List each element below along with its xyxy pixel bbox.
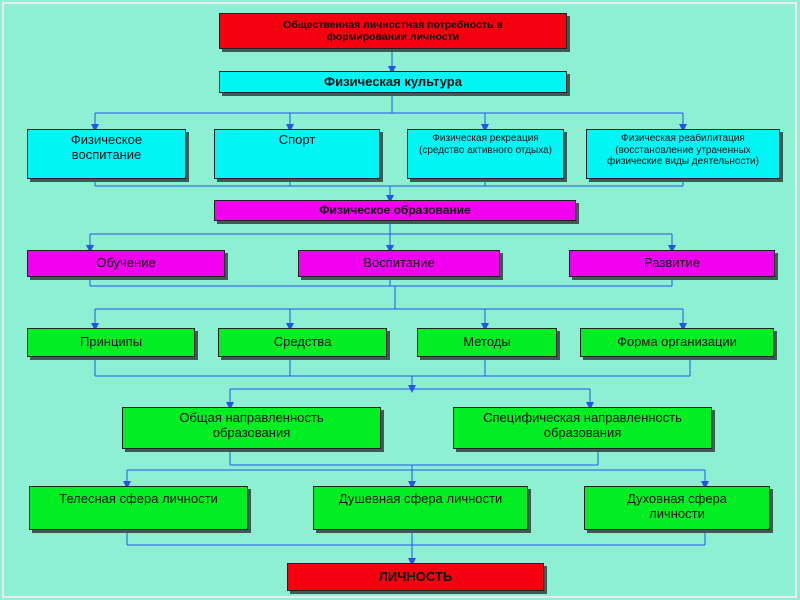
branch-recreation: Физическая рекреация (средство активного… — [407, 129, 564, 179]
component-label: Средства — [273, 334, 332, 350]
sphere-bodily: Телесная сфера личности — [29, 486, 248, 530]
sphere-label: Духовная сфера личности — [626, 491, 728, 521]
sphere-label: Телесная сфера личности — [59, 491, 218, 506]
physical-culture-text: Физическая культура — [324, 73, 462, 89]
physical-education-text: Физическое образование — [319, 202, 471, 217]
component-label: Принципы — [79, 334, 143, 350]
branch-label: Физическое воспитание — [70, 132, 143, 162]
top-need-text: Общественная личностная потребность в фо… — [283, 18, 503, 43]
orientation-label: Специфическая направленность образования — [483, 410, 682, 440]
branch-label: Физическая рекреация (средство активного… — [419, 133, 552, 156]
process-teaching: Обучение — [27, 250, 225, 277]
orientation-label: Общая направленность образования — [179, 410, 324, 440]
physical-culture-box: Физическая культура — [219, 71, 567, 93]
process-upbringing: Воспитание — [298, 250, 500, 277]
branch-rehabilitation: Физическая реабилитация (восстановление … — [586, 129, 780, 179]
personality-text: ЛИЧНОСТЬ — [378, 568, 453, 584]
component-label: Методы — [463, 334, 511, 350]
component-label: Форма организации — [617, 334, 737, 350]
process-label: Воспитание — [363, 255, 435, 271]
orientation-general: Общая направленность образования — [122, 407, 381, 449]
component-principles: Принципы — [27, 328, 195, 357]
branch-label: Физическая реабилитация (восстановление … — [607, 133, 759, 167]
process-label: Развитие — [644, 255, 700, 271]
branch-sport: Спорт — [214, 129, 380, 179]
component-organization-form: Форма организации — [580, 328, 774, 357]
orientation-specific: Специфическая направленность образования — [453, 407, 712, 449]
process-label: Обучение — [96, 255, 156, 271]
process-development: Развитие — [569, 250, 775, 277]
sphere-mental: Душевная сфера личности — [313, 486, 528, 530]
branch-label: Спорт — [278, 132, 316, 147]
sphere-spiritual: Духовная сфера личности — [584, 486, 770, 530]
component-means: Средства — [218, 328, 387, 357]
branch-physical-upbringing: Физическое воспитание — [27, 129, 186, 179]
sphere-label: Душевная сфера личности — [338, 491, 503, 506]
personality-box: ЛИЧНОСТЬ — [287, 563, 544, 591]
top-need-box: Общественная личностная потребность в фо… — [219, 13, 567, 49]
component-methods: Методы — [417, 328, 557, 357]
physical-education-box: Физическое образование — [214, 200, 576, 221]
